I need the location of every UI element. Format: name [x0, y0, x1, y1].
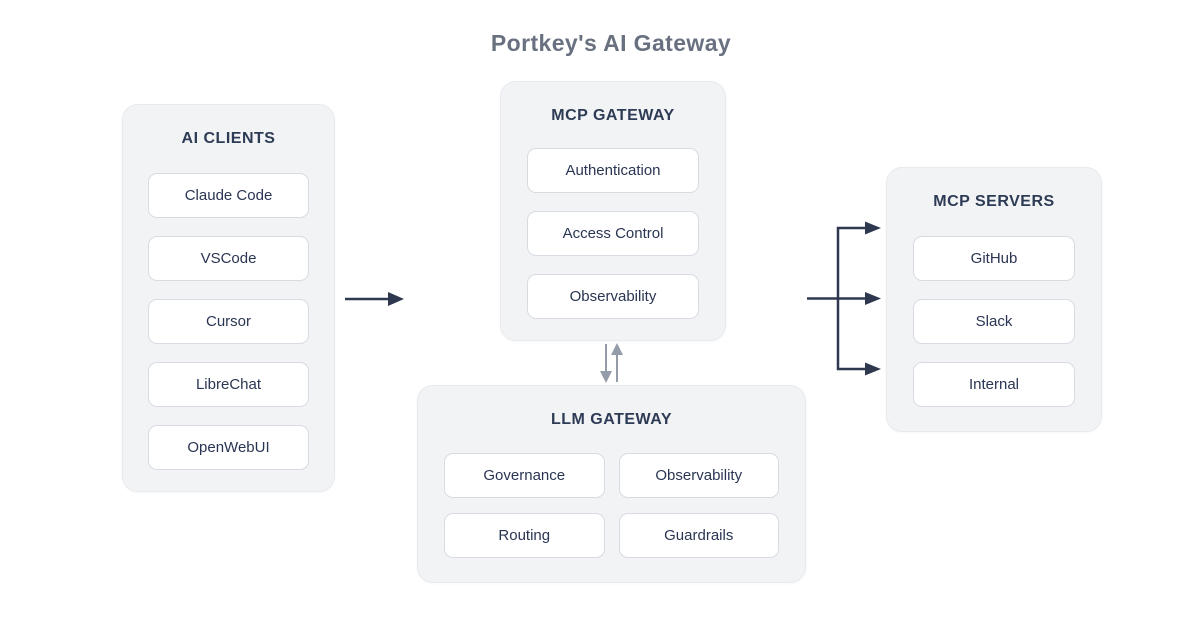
node-claude-code: Claude Code: [148, 173, 309, 218]
ai-clients-node-list: Claude Code VSCode Cursor LibreChat Open…: [148, 173, 309, 470]
node-routing: Routing: [444, 513, 605, 558]
node-internal: Internal: [913, 362, 1075, 407]
node-guardrails: Guardrails: [618, 513, 779, 558]
node-observability-llm: Observability: [618, 453, 779, 498]
node-openwebui: OpenWebUI: [148, 425, 309, 470]
llm-gateway-node-grid: Governance Observability Routing Guardra…: [444, 453, 779, 558]
panel-llm-gateway: LLM GATEWAY Governance Observability Rou…: [417, 385, 806, 583]
node-access-control: Access Control: [527, 211, 699, 256]
mcp-servers-node-list: GitHub Slack Internal: [913, 236, 1075, 407]
panel-ai-clients: AI CLIENTS Claude Code VSCode Cursor Lib…: [122, 104, 335, 492]
node-github: GitHub: [913, 236, 1075, 281]
mcp-gateway-node-list: Authentication Access Control Observabil…: [527, 148, 699, 319]
panel-mcp-servers-heading: MCP SERVERS: [933, 193, 1055, 210]
arrow-mcp-gateway-to-llm-down-icon: [600, 344, 612, 383]
panel-llm-gateway-heading: LLM GATEWAY: [550, 411, 673, 428]
node-vscode: VSCode: [148, 236, 309, 281]
arrow-clients-to-mcp-gateway-icon: [345, 292, 404, 306]
panel-mcp-gateway-heading: MCP GATEWAY: [551, 107, 675, 124]
panel-mcp-servers: MCP SERVERS GitHub Slack Internal: [886, 167, 1102, 432]
node-slack: Slack: [913, 299, 1075, 344]
node-governance: Governance: [444, 453, 605, 498]
arrow-llm-to-mcp-gateway-up-icon: [611, 343, 623, 382]
node-cursor: Cursor: [148, 299, 309, 344]
node-observability-mcp: Observability: [527, 274, 699, 319]
node-librechat: LibreChat: [148, 362, 309, 407]
node-authentication: Authentication: [527, 148, 699, 193]
page-title: Portkey's AI Gateway: [490, 30, 732, 56]
panel-mcp-gateway: MCP GATEWAY Authentication Access Contro…: [500, 81, 726, 341]
panel-ai-clients-heading: AI CLIENTS: [181, 130, 276, 147]
arrow-mcp-gateway-to-servers-icon: [807, 221, 881, 376]
